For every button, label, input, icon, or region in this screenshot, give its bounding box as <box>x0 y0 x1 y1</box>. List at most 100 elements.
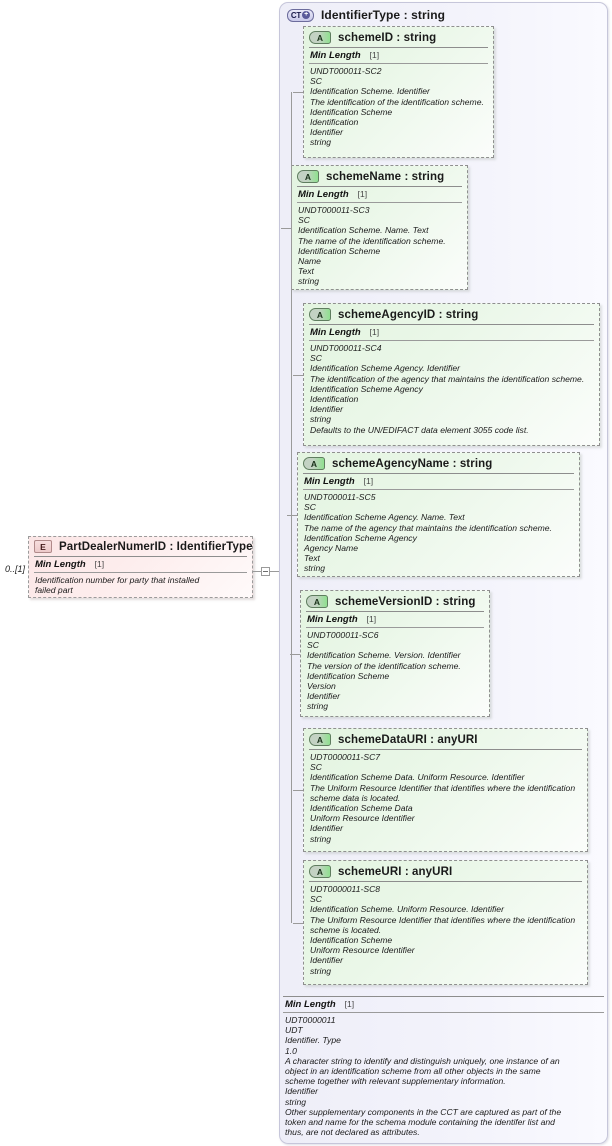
doc-line: Identification Scheme <box>307 670 390 681</box>
divider <box>309 340 594 341</box>
complextype-title-text: IdentifierType : string <box>321 8 446 22</box>
connector-line <box>270 571 281 572</box>
attribute-icon: A <box>309 308 331 321</box>
doc-line: SC <box>298 215 310 226</box>
facet-label: Min Length <box>310 50 361 61</box>
doc-line: Identification Scheme Data. Uniform Reso… <box>310 772 525 783</box>
doc-line: UNDT000011-SC5 <box>304 492 376 502</box>
doc-line: Agency Name <box>304 543 358 554</box>
connector-line <box>293 92 303 93</box>
divider <box>34 572 247 573</box>
doc-line: Identifier <box>310 955 343 966</box>
doc-line: Identifier <box>310 127 343 138</box>
divider <box>306 627 484 628</box>
divider <box>309 749 582 750</box>
doc-line: Identification Scheme <box>310 935 393 946</box>
element-icon: E <box>34 540 52 553</box>
attribute-facet-minlength: Min Length[1] <box>301 612 489 627</box>
doc-line: Identification Scheme. Identifier <box>310 86 430 97</box>
facet-label: Min Length <box>307 614 358 625</box>
doc-line: Version <box>307 681 336 692</box>
element-documentation: Identification number for party that ins… <box>29 573 252 599</box>
doc-line: Identification Scheme Agency. Name. Text <box>304 512 465 523</box>
doc-line: string <box>298 276 320 287</box>
facet-label: Min Length <box>35 559 86 570</box>
connector-line <box>293 790 303 791</box>
doc-line: Identification Scheme. Name. Text <box>298 225 429 236</box>
doc-line: failed part <box>35 585 73 596</box>
facet-value: [1] <box>369 327 380 337</box>
doc-line: The identification of the identification… <box>310 96 484 107</box>
plus-icon: + <box>302 11 311 19</box>
doc-line: Identifier <box>307 691 340 702</box>
doc-line: UDT0000011-SC7 <box>310 752 381 762</box>
facet-value: [1] <box>369 50 380 60</box>
doc-line: A character string to identify and disti… <box>285 1055 560 1087</box>
doc-line: string <box>304 563 326 574</box>
doc-line: Identifier <box>310 823 343 834</box>
divider <box>283 1012 604 1013</box>
doc-line: SC <box>310 353 322 364</box>
doc-line: SC <box>310 894 322 905</box>
doc-line: Identification Scheme <box>298 245 381 256</box>
divider <box>309 63 488 64</box>
doc-line: Identification Scheme Agency <box>304 532 417 543</box>
attribute-icon: A <box>297 170 319 183</box>
doc-line: Defaults to the UN/EDIFACT data element … <box>310 424 529 435</box>
doc-line: Identifier. Type <box>285 1035 341 1046</box>
ct-text: CT <box>290 10 302 20</box>
connector-line <box>253 571 261 572</box>
connector-line <box>281 228 291 229</box>
divider <box>303 473 574 474</box>
attribute-facet-minlength: Min Length [1] <box>292 187 467 202</box>
complextype-facet-minlength: Min Length [1] <box>281 997 606 1012</box>
complextype-title-row: CT+ IdentifierType : string <box>280 3 607 26</box>
expand-collapse-toggle[interactable] <box>261 567 270 576</box>
element-node-partdealernumerid[interactable]: E PartDealerNumerID : IdentifierType Min… <box>28 536 253 598</box>
attribute-title-text: schemeAgencyID : string <box>338 308 479 321</box>
doc-line: The version of the identification scheme… <box>307 660 461 671</box>
facet-label: Min Length <box>304 476 355 487</box>
complextype-expand-icon[interactable]: CT+ <box>287 8 314 22</box>
doc-line: UNDT000011-SC2 <box>310 66 382 76</box>
attribute-facet-minlength: Min Length[1] <box>298 474 579 489</box>
doc-line: Identifier <box>310 404 343 415</box>
facet-value: [1] <box>357 189 368 199</box>
attribute-icon: A <box>309 865 331 878</box>
doc-line: The name of the agency that maintains th… <box>304 522 552 533</box>
facet-label: Min Length <box>285 999 336 1010</box>
element-title-text: PartDealerNumerID : IdentifierType <box>59 540 253 553</box>
divider <box>309 47 488 48</box>
doc-line: Uniform Resource Identifier <box>310 945 415 956</box>
divider <box>283 996 604 997</box>
doc-line: string <box>310 137 332 148</box>
doc-line: Identification number for party that ins… <box>35 575 200 585</box>
doc-line: The identification of the agency that ma… <box>310 373 585 384</box>
attribute-icon: A <box>309 31 331 44</box>
facet-label: Min Length <box>298 189 349 200</box>
doc-line: Uniform Resource Identifier <box>310 813 415 824</box>
connector-line <box>290 654 300 655</box>
attribute-icon: A <box>303 457 325 470</box>
doc-line: UNDT000011-SC3 <box>298 205 370 215</box>
attribute-title-text: schemeName : string <box>326 170 445 183</box>
divider <box>303 489 574 490</box>
